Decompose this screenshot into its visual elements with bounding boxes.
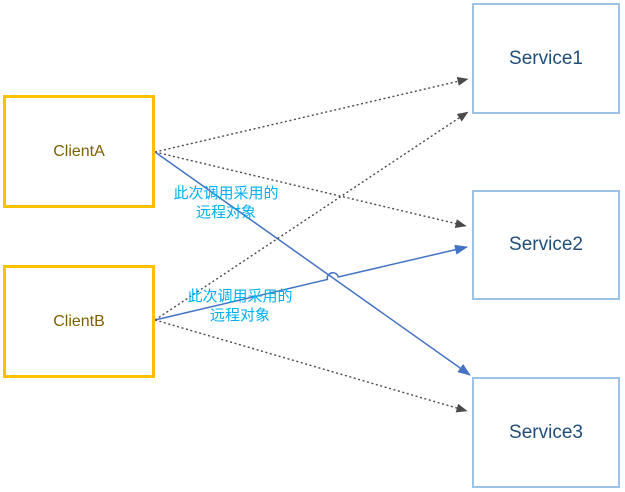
annotation-clienta-remote-object: 此次调用采用的 远程对象 (160, 184, 292, 222)
client-a-box: ClientA (3, 95, 155, 208)
annotation-clienta-line2: 远程对象 (195, 204, 256, 221)
client-a-label: ClientA (53, 142, 105, 160)
service-2-label: Service2 (509, 234, 583, 255)
arrow-clientb-service2 (154, 244, 468, 321)
arrow-clienta-service3 (154, 151, 471, 376)
annotation-clientb-line1: 此次调用采用的 (187, 288, 293, 305)
annotation-clientb-line2: 远程对象 (209, 307, 270, 324)
annotation-clienta-line1: 此次调用采用的 (173, 185, 279, 202)
service-3-label: Service3 (509, 421, 583, 443)
service-3-box: Service3 (472, 377, 620, 488)
service-1-box: Service1 (472, 3, 620, 114)
service-1-label: Service1 (509, 47, 583, 69)
arrow-clienta-service1 (154, 77, 469, 153)
client-b-box: ClientB (3, 265, 155, 378)
service-2-box: Service2 (472, 190, 620, 300)
arrow-clientb-service3 (154, 319, 468, 413)
annotation-clientb-remote-object: 此次调用采用的 远程对象 (174, 287, 306, 325)
arrow-clientb-service1 (154, 111, 469, 321)
client-b-label: ClientB (53, 312, 105, 330)
